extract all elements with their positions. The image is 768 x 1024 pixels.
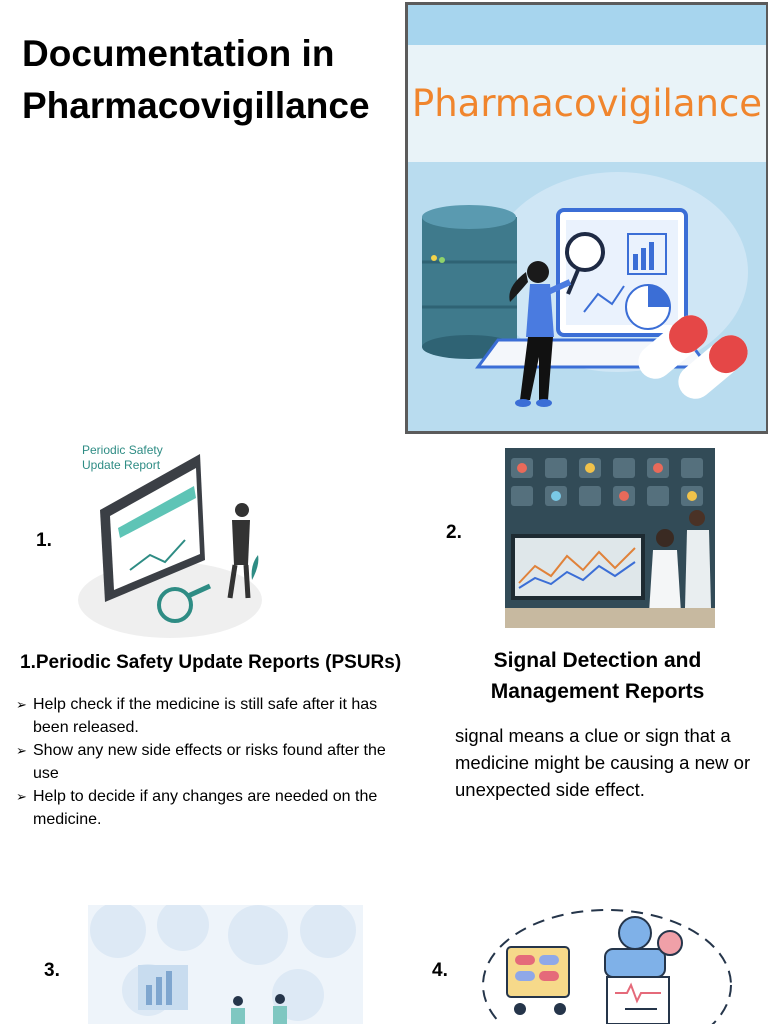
- signal-detection-illustration: [505, 448, 715, 628]
- arrowhead-bullet-icon: ➢: [16, 697, 27, 712]
- list-item: ➢Help to decide if any changes are neede…: [16, 785, 416, 831]
- signal-description: signal means a clue or sign that a medic…: [455, 725, 751, 800]
- section-4-illustration: [475, 905, 735, 1024]
- hero-top-band: [408, 5, 766, 45]
- magnifier-icon: [565, 232, 605, 295]
- psur-illustration-caption: Periodic Safety Update Report: [82, 443, 163, 472]
- section-3-illustration: [88, 905, 363, 1024]
- psur-heading: 1.Periodic Safety Update Reports (PSURs): [20, 652, 402, 673]
- section-2-number: 2.: [446, 522, 462, 543]
- list-item: ➢Help check if the medicine is still saf…: [16, 693, 416, 739]
- page-title: Documentation in Pharmacovigillance: [22, 33, 370, 126]
- section-1-number: 1.: [36, 530, 52, 551]
- list-item: ➢Show any new side effects or risks foun…: [16, 739, 416, 785]
- signal-heading: Signal Detection and Management Reports: [490, 649, 705, 703]
- hero-banner: Pharmacovigilance: [408, 45, 766, 162]
- section-3-number: 3.: [44, 960, 60, 981]
- hero-illustration: Pharmacovigilance: [405, 2, 768, 434]
- arrowhead-bullet-icon: ➢: [16, 743, 27, 758]
- psur-bullet-list: ➢Help check if the medicine is still saf…: [16, 693, 416, 831]
- psur-illustration: Periodic Safety Update Report: [70, 440, 270, 640]
- analyst-laptop-illustration: [422, 172, 748, 407]
- pie-chart-icon: [625, 284, 671, 330]
- database-icon: [422, 205, 517, 359]
- analyst-person: [509, 261, 572, 407]
- section-4-number: 4.: [432, 960, 448, 981]
- capsule-icon: [638, 315, 748, 399]
- arrowhead-bullet-icon: ➢: [16, 789, 27, 804]
- hero-banner-text: Pharmacovigilance: [411, 82, 763, 125]
